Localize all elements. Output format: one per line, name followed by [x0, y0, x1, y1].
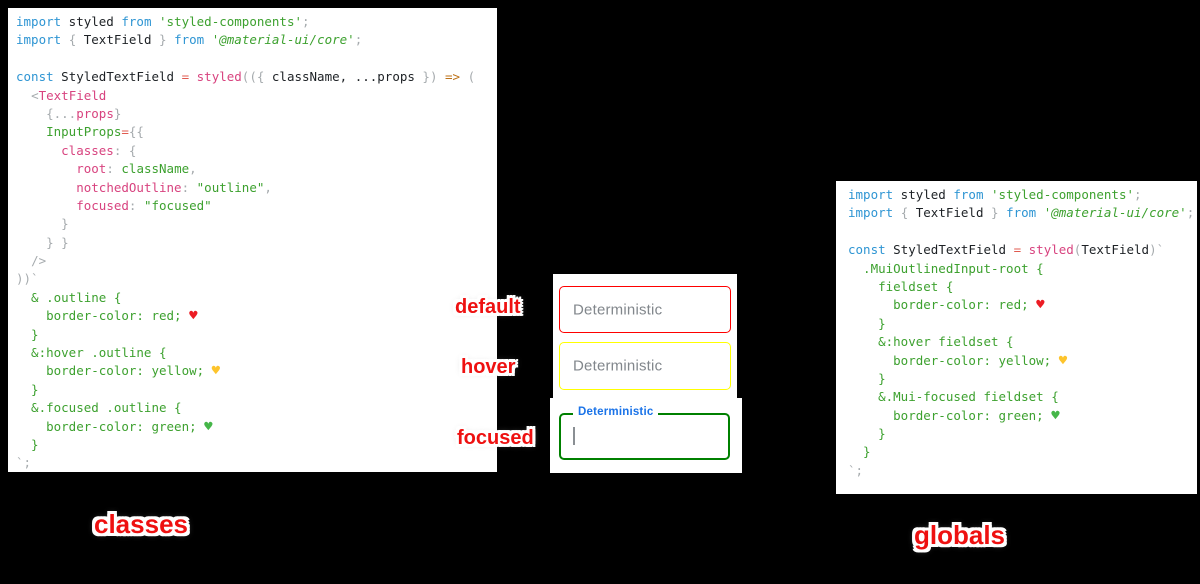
state-label-focused: focused: [457, 427, 534, 449]
code-panel-globals: import styled from 'styled-components';i…: [836, 181, 1197, 494]
caption-classes: classes: [94, 509, 188, 539]
state-label-default: default: [455, 296, 521, 318]
caption-globals: globals: [914, 520, 1006, 550]
textfield-hover[interactable]: Deterministic: [559, 342, 731, 390]
text-caret: [573, 427, 575, 445]
textfield-default[interactable]: Deterministic: [559, 286, 731, 333]
code-panel-classes: import styled from 'styled-components';i…: [8, 8, 497, 472]
textfield-focused-label: Deterministic: [573, 406, 659, 418]
state-label-hover: hover: [461, 356, 516, 378]
textfield-default-placeholder: Deterministic: [573, 301, 663, 318]
textfield-hover-placeholder: Deterministic: [573, 357, 663, 375]
textfield-focused[interactable]: Deterministic: [559, 406, 730, 460]
